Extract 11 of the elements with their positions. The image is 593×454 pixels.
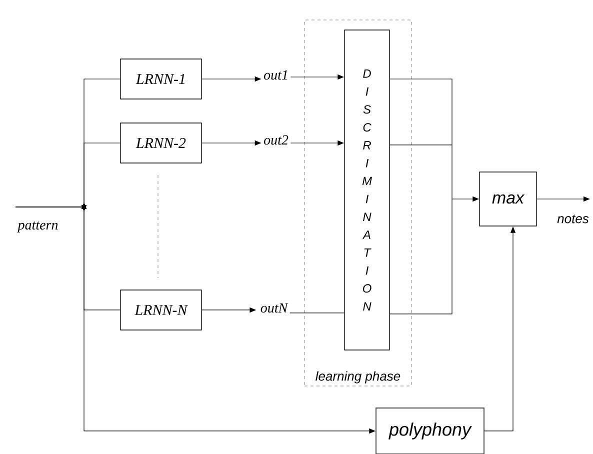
output-label: out2 bbox=[264, 135, 288, 145]
network-box: LRNN-2 bbox=[120, 122, 202, 164]
output-label: outN bbox=[260, 303, 288, 313]
network-box: LRNN-1 bbox=[120, 58, 202, 100]
input-label: pattern bbox=[16, 222, 58, 232]
discrimination-box: DISCRIMINATION bbox=[344, 30, 390, 350]
output-label: out1 bbox=[264, 70, 287, 80]
polyphony-box: polyphony bbox=[376, 408, 484, 454]
network-box: LRNN-N bbox=[120, 290, 202, 330]
output-label: notes bbox=[557, 214, 589, 224]
max-box: max bbox=[479, 172, 537, 226]
